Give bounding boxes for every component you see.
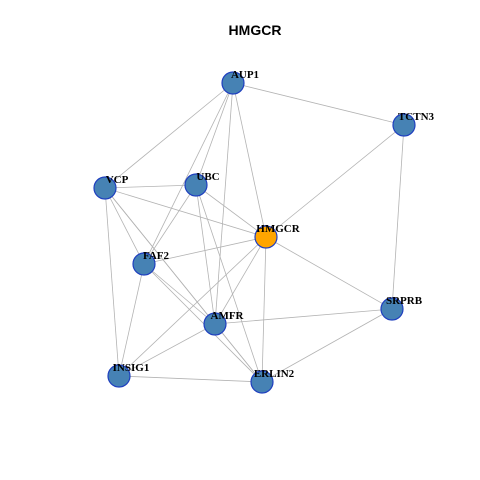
edge-insig1-erlin2 xyxy=(118,375,263,383)
node-label-ubc: UBC xyxy=(196,171,219,183)
edge-amfr-erlin2 xyxy=(214,323,263,383)
node-ubc[interactable] xyxy=(184,173,208,197)
node-insig1[interactable] xyxy=(107,364,131,388)
node-srprb[interactable] xyxy=(380,297,404,321)
edge-faf2-amfr xyxy=(143,263,216,325)
node-tctn3[interactable] xyxy=(392,113,416,137)
edge-faf2-erlin2 xyxy=(143,263,263,383)
edge-hmgcr-amfr xyxy=(214,236,267,325)
edge-aup1-hmgcr xyxy=(232,82,267,238)
edge-aup1-faf2 xyxy=(143,82,234,265)
edge-vcp-hmgcr xyxy=(104,187,267,238)
edge-aup1-amfr xyxy=(214,82,234,325)
node-hmgcr[interactable] xyxy=(254,225,278,249)
edge-vcp-faf2 xyxy=(104,187,145,265)
edge-srprb-erlin2 xyxy=(261,308,393,383)
edge-aup1-ubc xyxy=(195,82,234,186)
node-label-srprb: SRPRB xyxy=(386,295,423,307)
node-label-hmgcr: HMGCR xyxy=(256,223,300,235)
edge-ubc-erlin2 xyxy=(195,184,263,383)
edge-aup1-tctn3 xyxy=(232,82,405,126)
edge-vcp-ubc xyxy=(104,184,197,189)
graph-title: HMGCR xyxy=(229,22,282,38)
node-label-tctn3: TCTN3 xyxy=(398,111,435,123)
node-label-vcp: VCP xyxy=(106,174,129,186)
edge-ubc-faf2 xyxy=(143,184,197,265)
node-aup1[interactable] xyxy=(221,71,245,95)
edge-hmgcr-srprb xyxy=(265,236,393,310)
edges-layer xyxy=(104,82,405,383)
node-label-erlin2: ERLIN2 xyxy=(254,368,295,380)
node-vcp[interactable] xyxy=(93,176,117,200)
edge-amfr-insig1 xyxy=(118,323,216,377)
edge-tctn3-srprb xyxy=(391,124,405,310)
node-label-aup1: AUP1 xyxy=(231,69,259,81)
edge-ubc-hmgcr xyxy=(195,184,267,238)
node-erlin2[interactable] xyxy=(250,370,274,394)
edge-aup1-vcp xyxy=(104,82,234,189)
node-faf2[interactable] xyxy=(132,252,156,276)
edge-hmgcr-faf2 xyxy=(143,236,267,265)
edge-vcp-insig1 xyxy=(104,187,120,377)
edge-srprb-amfr xyxy=(214,308,393,325)
nodes-layer xyxy=(93,71,416,394)
edge-ubc-amfr xyxy=(195,184,216,325)
node-label-amfr: AMFR xyxy=(211,310,245,322)
edge-hmgcr-erlin2 xyxy=(261,236,267,383)
edge-tctn3-hmgcr xyxy=(265,124,405,238)
edge-hmgcr-insig1 xyxy=(118,236,267,377)
node-label-faf2: FAF2 xyxy=(143,250,170,262)
edge-faf2-insig1 xyxy=(118,263,145,377)
node-label-insig1: INSIG1 xyxy=(113,362,150,374)
node-amfr[interactable] xyxy=(203,312,227,336)
